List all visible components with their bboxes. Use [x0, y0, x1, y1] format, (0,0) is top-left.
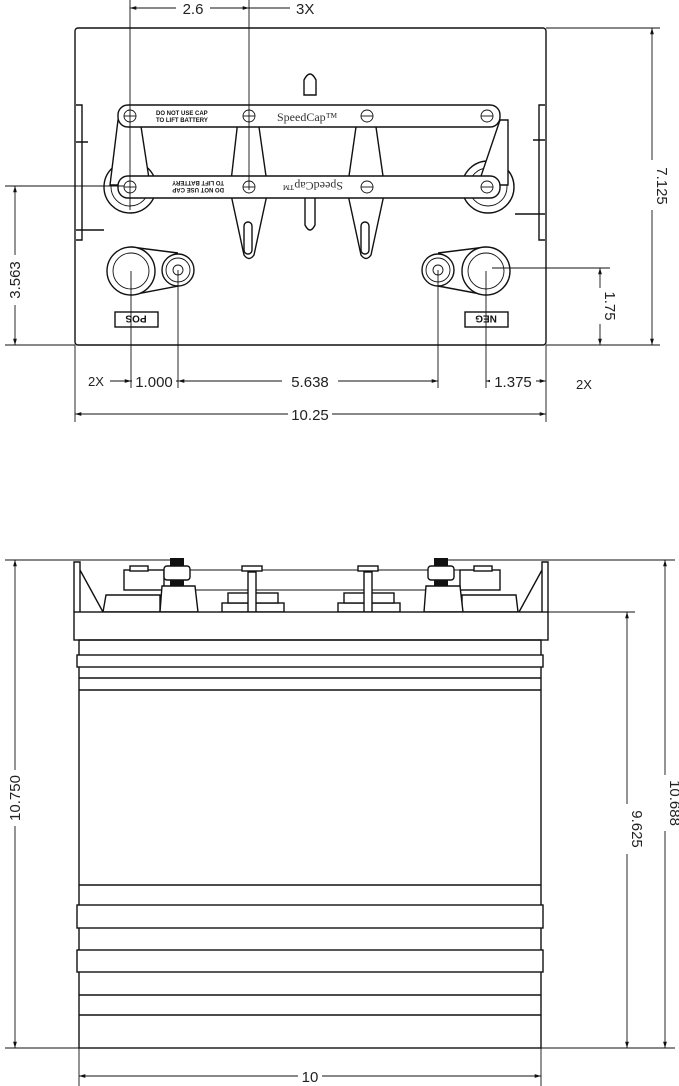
dim-terminal-spacing: 2.6	[183, 1, 204, 18]
dim-width: 10.25	[291, 407, 329, 424]
cap-warning-line1-inverted: DO NOT USE CAP	[172, 186, 224, 192]
dim-side-width: 10	[302, 1069, 319, 1086]
dim-case-height: 9.625	[628, 810, 645, 848]
battery-lid	[73, 611, 549, 641]
battery-top-outline	[74, 27, 547, 346]
cap-warning-line1: DO NOT USE CAP	[156, 111, 208, 117]
top-view: DO NOT USE CAP TO LIFT BATTERY SpeedCap™…	[5, 0, 670, 424]
neg-terminal: NEG	[421, 246, 511, 328]
dim-count-left: 2X	[88, 374, 104, 389]
side-view: 10.750 9.625 10.688 10	[5, 558, 679, 1086]
dim-pos-to-nut: 1.000	[135, 374, 173, 391]
side-handles	[76, 104, 545, 241]
side-dimensions: 10.750 9.625 10.688 10	[5, 559, 679, 1086]
pos-label: POS	[125, 313, 146, 324]
dim-nut-spacing: 5.638	[291, 374, 329, 391]
speedcap-bar-top: DO NOT USE CAP TO LIFT BATTERY SpeedCap™	[117, 104, 501, 128]
brand-label: SpeedCap™	[277, 110, 338, 124]
battery-case	[78, 639, 542, 1049]
top-dimensions: 2.6 3X 7.125 3.563 1.75	[5, 0, 670, 424]
dim-height: 7.125	[653, 167, 670, 205]
dim-post-offset-left: 3.563	[7, 261, 24, 299]
cap-warning-line2-inverted: TO LIFT BATTERY	[172, 179, 224, 185]
dim-neg-to-edge: 1.375	[494, 374, 532, 391]
case-ribs	[76, 654, 544, 1016]
dim-terminal-count: 3X	[296, 1, 314, 18]
cap-warning-line2: TO LIFT BATTERY	[156, 118, 208, 124]
speedcap-bar-bottom: DO NOT USE CAP TO LIFT BATTERY SpeedCap™	[117, 175, 501, 199]
dim-post-offset-right: 1.75	[601, 291, 618, 320]
brand-label-inverted: SpeedCap™	[282, 179, 343, 193]
dim-total-height: 10.750	[7, 775, 24, 821]
pos-terminal: POS	[106, 246, 195, 328]
top-hardware	[73, 558, 549, 613]
dim-count-right: 2X	[576, 377, 592, 392]
vent-caps	[103, 73, 515, 260]
dim-terminal-height: 10.688	[666, 780, 679, 826]
